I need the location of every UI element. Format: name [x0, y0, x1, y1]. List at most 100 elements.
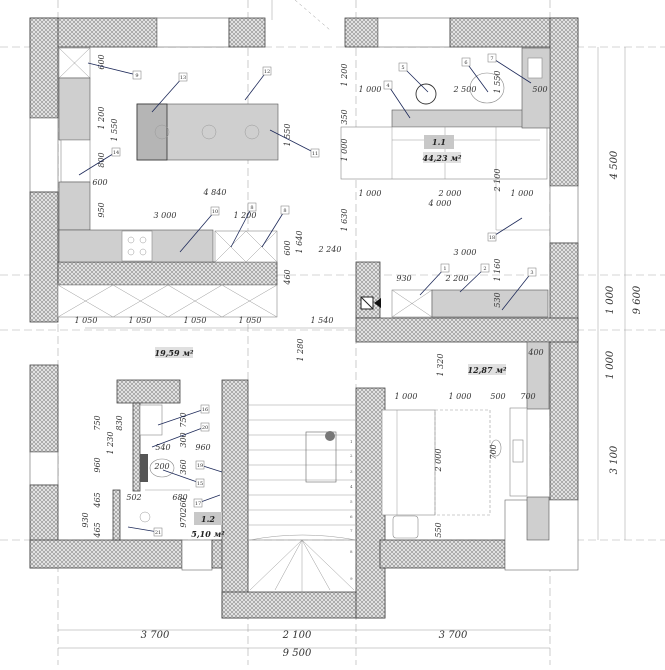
dimension-label: 700 [489, 444, 498, 459]
dimension-label: 1 000 [359, 85, 382, 94]
callout-box [398, 62, 408, 72]
callout-marker: 12 [244, 66, 272, 101]
callout-box [487, 232, 497, 242]
dimension-label: 3 100 [609, 445, 620, 474]
stair-step-number: 2 [350, 453, 353, 458]
callout-arrow [162, 469, 201, 484]
callout-number: 4 [386, 83, 389, 89]
callout-marker: 11 [269, 129, 320, 158]
dimension-label: 1 000 [511, 189, 534, 198]
dimension-label: 1 550 [283, 124, 292, 147]
dimension-label: 930 [81, 512, 90, 527]
dimension-label: 350 [340, 109, 349, 124]
callout-number: 12 [264, 69, 270, 75]
dimension-label: 2 000 [434, 449, 443, 473]
callout-box [383, 80, 393, 90]
window-top-right [377, 17, 451, 48]
callout-marker: 3 [501, 267, 537, 311]
room-area-bathroom: 5,10 м² [191, 529, 225, 539]
callout-number: 2 [483, 266, 486, 272]
dimension-label: 3 700 [141, 630, 170, 641]
callout-box [132, 70, 142, 80]
callout-marker: 21 [127, 526, 163, 537]
dimension-label: 500 [532, 85, 547, 94]
desk-monitor [527, 57, 543, 79]
window-kitchen [29, 117, 59, 193]
callout-box [195, 460, 205, 470]
dimension-label: 1 200 [340, 64, 349, 87]
callout-arrow [151, 426, 206, 448]
dimension-label: 1 050 [129, 316, 152, 325]
callout-marker: 16 [157, 404, 210, 426]
callout-box [111, 147, 121, 157]
callout-box [153, 527, 163, 537]
armchair [469, 72, 505, 104]
bedroom-furniture [381, 341, 550, 541]
storage-cabinets [57, 284, 278, 318]
dimension-label: 960 [93, 457, 102, 472]
callout-marker: 19 [195, 460, 223, 473]
dimension-label: 465 [93, 522, 102, 538]
callout-arrow [78, 151, 117, 176]
tv-console [391, 109, 527, 128]
callout-number: 17 [195, 501, 201, 507]
dimension-label: 460 [283, 269, 292, 285]
dimension-label: 260 [179, 497, 188, 513]
callout-arrow [230, 206, 253, 248]
callout-arrow [269, 129, 316, 154]
dimension-label: 1 050 [75, 316, 98, 325]
stair-step-number: 8 [350, 549, 353, 554]
dimension-label: 9 500 [283, 648, 312, 659]
callout-marker: 8 [261, 205, 290, 248]
callout-box [193, 498, 203, 508]
window-top-left [156, 17, 230, 48]
dimension-label: 3 000 [154, 211, 177, 220]
stair-step-number: 4 [350, 484, 353, 489]
dimension-label: 2 200 [445, 274, 469, 283]
dimension-label: 1 320 [436, 354, 445, 377]
room-area-living: 44,23 м² [423, 153, 462, 163]
callout-number: 8 [283, 208, 286, 214]
callout-box [310, 148, 320, 158]
dimension-label: 2 000 [438, 189, 462, 198]
callout-arrow [244, 70, 268, 101]
dimension-label: 960 [195, 443, 210, 452]
callout-arrow [127, 526, 159, 533]
room-tags: 1.1 44,23 м² 19,59 м² 12,87 м² 1.2 5,10 … [155, 135, 507, 539]
callout-marker: 1 [419, 263, 450, 296]
pouf [392, 515, 419, 539]
kitchen-sink [60, 139, 91, 183]
callout-marker: 17 [193, 494, 221, 508]
dimension-label: 830 [115, 415, 124, 430]
stair-step-number: 3 [350, 469, 353, 474]
bed [381, 409, 436, 516]
dimension-label: 550 [434, 522, 443, 537]
dimension-label: 1 550 [110, 119, 119, 142]
dimension-label: 465 [93, 492, 102, 508]
callout-number: 13 [180, 75, 186, 81]
dimension-label: 1 200 [234, 211, 257, 220]
callout-box [480, 263, 490, 273]
callout-arrow [87, 62, 138, 76]
window-storage [29, 451, 59, 486]
dimension-label: 1 640 [295, 231, 304, 254]
callout-marker: 6 [461, 57, 489, 93]
callout-arrow [179, 210, 216, 253]
dimension-label: 400 [527, 348, 543, 357]
stair-step-number: 5 [350, 499, 353, 504]
callout-box [195, 478, 205, 488]
callout-marker: 15 [162, 469, 205, 488]
dimension-label: 970 [179, 512, 188, 527]
dimension-label: 1 050 [239, 316, 262, 325]
room-id-1-1: 1.1 [432, 137, 446, 147]
callout-box [200, 404, 210, 414]
window-living [549, 185, 579, 244]
callout-marker: 4 [383, 80, 411, 119]
callout-number: 5 [401, 65, 404, 71]
callout-arrow [157, 408, 206, 426]
callout-number: 16 [202, 407, 208, 413]
wardrobe [526, 341, 550, 410]
